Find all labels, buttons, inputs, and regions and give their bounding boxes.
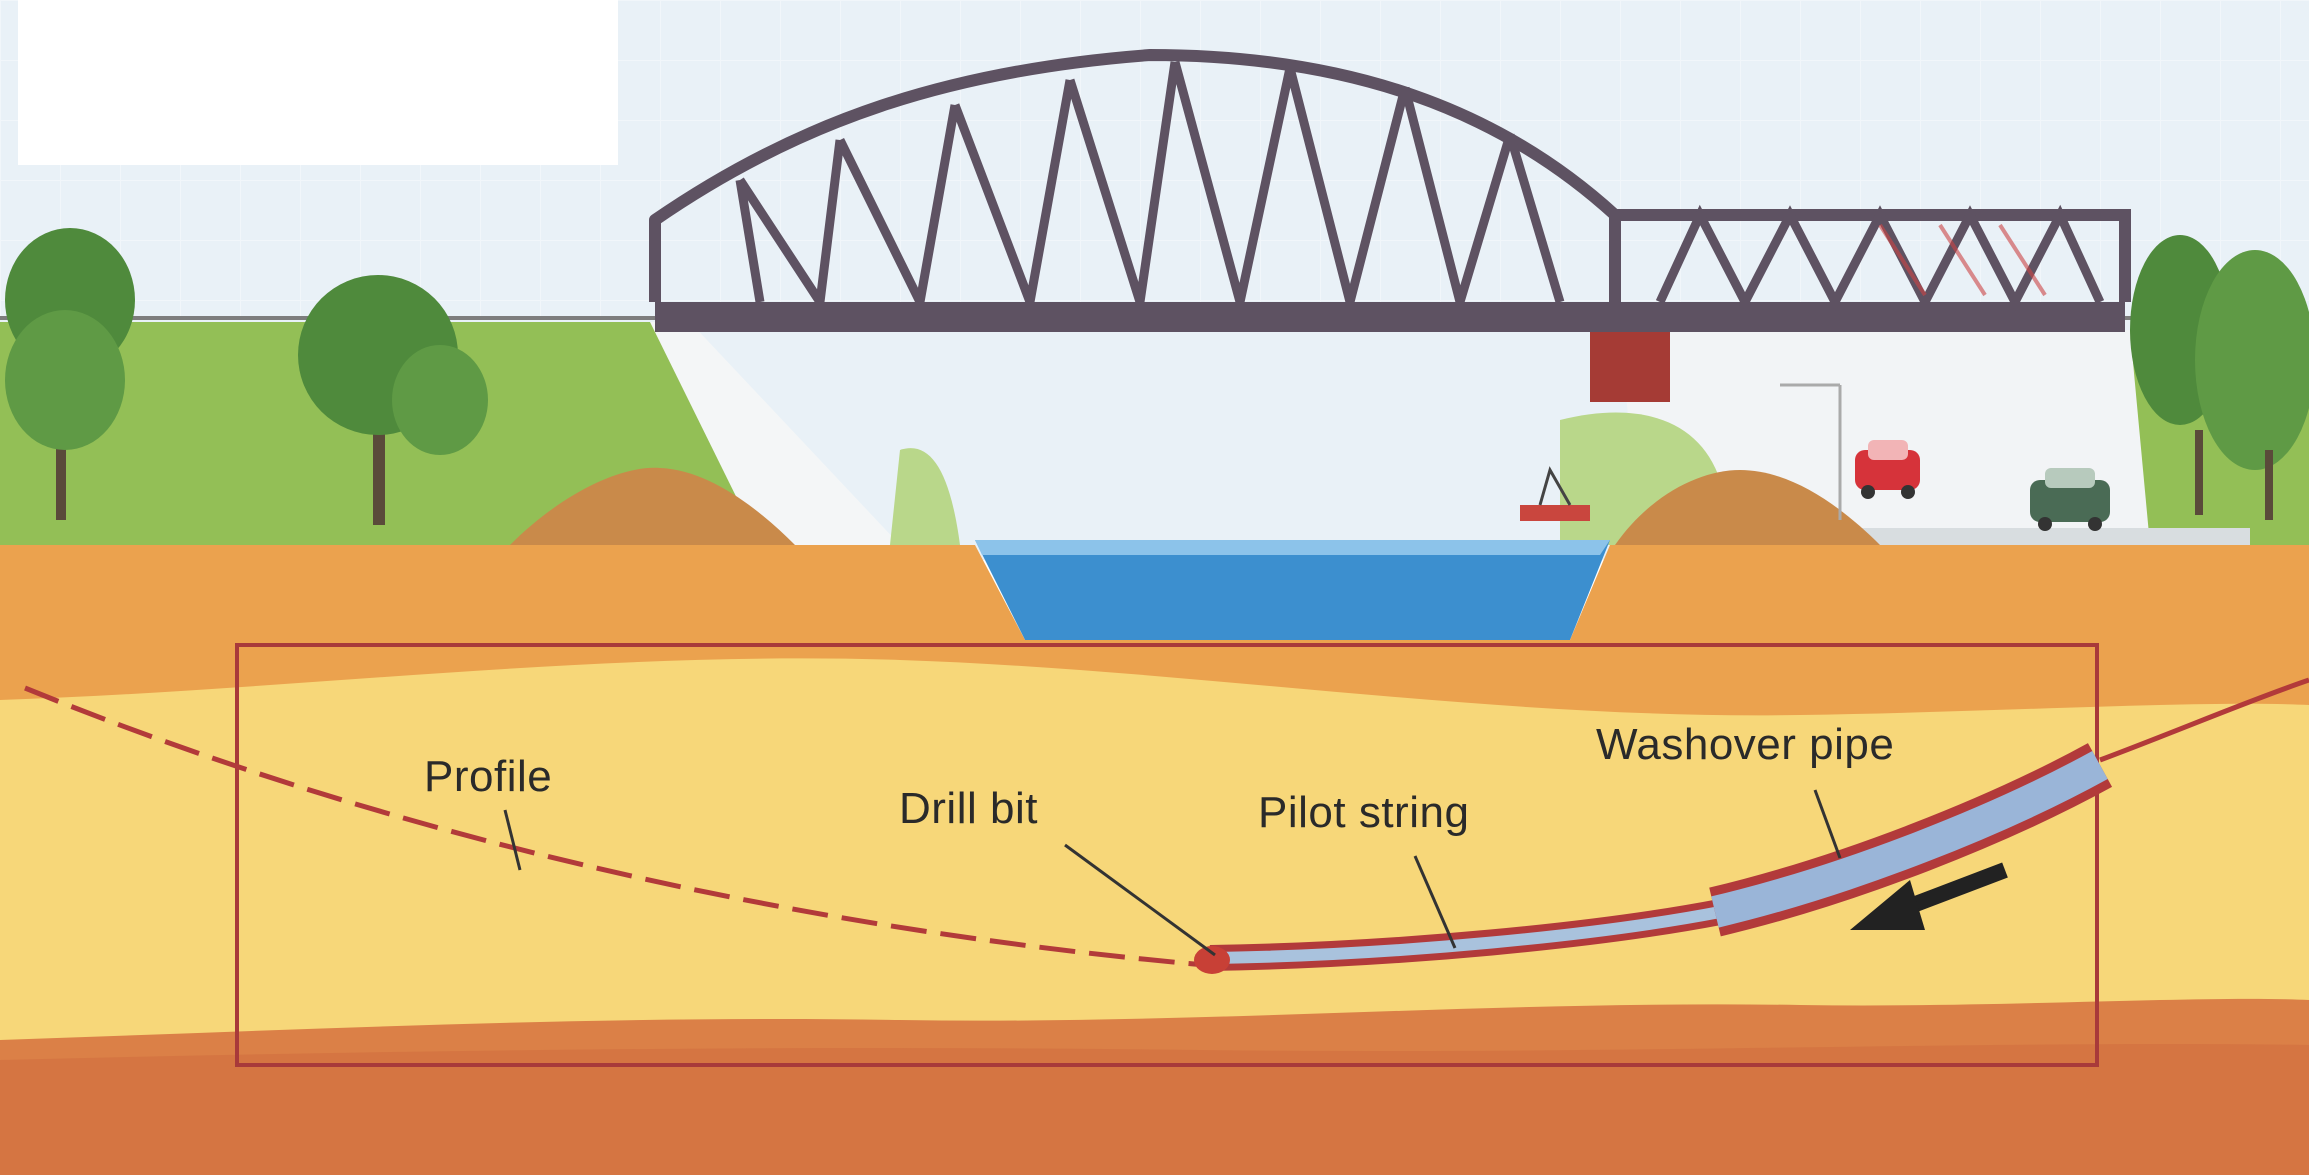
soil-deep-band <box>0 1043 2309 1175</box>
embankment-left <box>650 322 900 545</box>
bridge-arch-truss <box>649 49 1621 305</box>
road-strip <box>1860 528 2250 545</box>
profile-line <box>24 685 1206 968</box>
bank-left <box>890 448 960 545</box>
river-water <box>975 540 1610 640</box>
washover-pipe-label: Washover pipe <box>1596 720 1895 769</box>
drill-bit-label: Drill bit <box>899 784 1038 833</box>
dike-left <box>510 467 795 545</box>
car-red <box>1855 440 1920 499</box>
trees-left <box>5 228 488 525</box>
dike-right <box>1615 470 1880 545</box>
car-green <box>2030 468 2110 531</box>
bridge-pier <box>1590 332 1670 402</box>
direction-arrow <box>1850 862 2008 930</box>
blank-corner <box>18 0 618 165</box>
bridge-red-stripes <box>1878 223 2047 297</box>
detail-frame <box>235 643 2099 1067</box>
drill-bit <box>1194 946 1230 974</box>
leader-lines <box>503 789 1842 957</box>
pilot-string-label: Pilot string <box>1258 788 1470 837</box>
bridge-deck <box>655 302 2125 332</box>
bore-path-right <box>2099 677 2309 763</box>
washover-pipe-core <box>1711 750 2108 928</box>
barge <box>1520 466 1590 521</box>
pilot-string-core <box>1214 906 1722 964</box>
trees-right <box>2130 235 2309 520</box>
light-poles <box>1780 383 1842 520</box>
profile-label: Profile <box>424 752 553 801</box>
river-surface <box>975 540 1610 555</box>
